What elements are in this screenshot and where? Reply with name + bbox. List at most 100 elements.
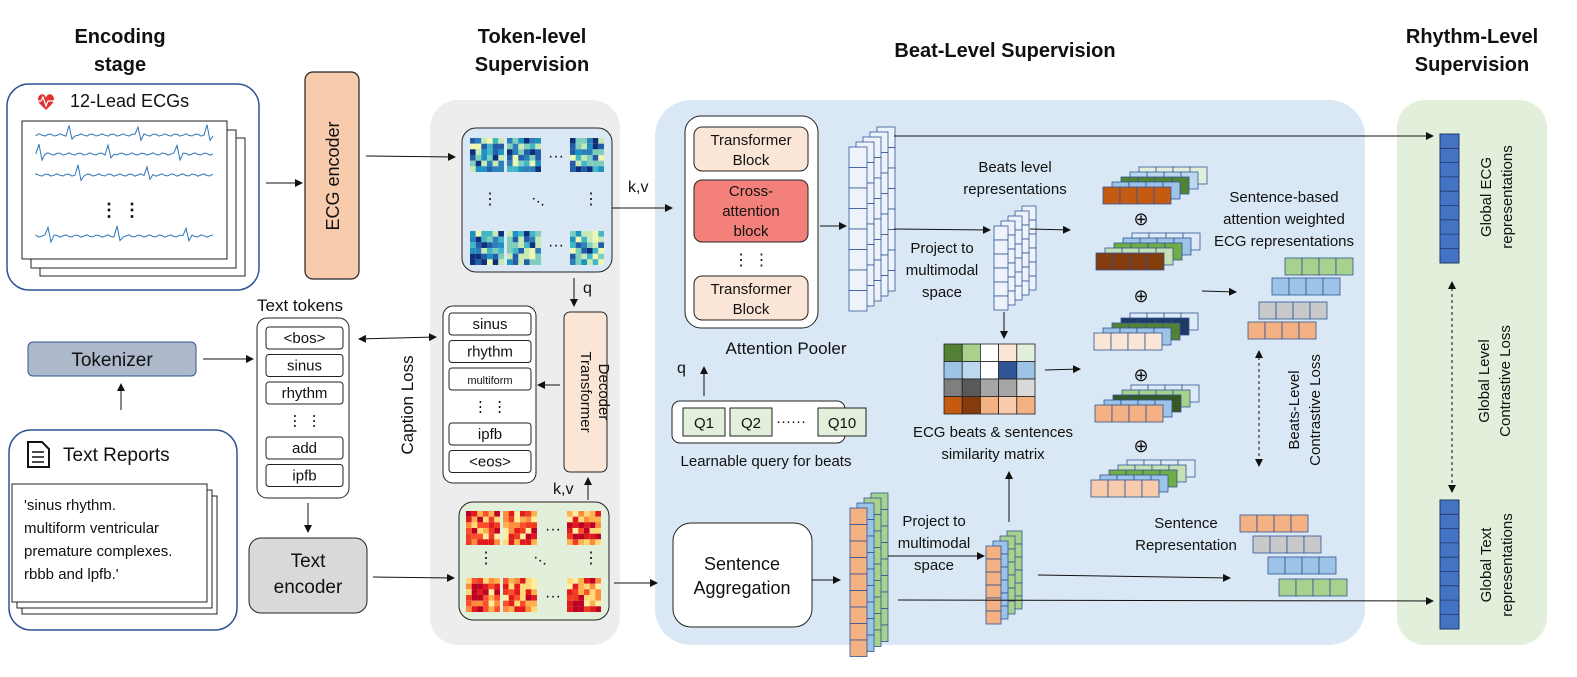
ecg-heatmap-cell: [587, 143, 593, 150]
text-token-cell: [265, 436, 344, 460]
ecg-heatmap-cell: [581, 138, 587, 144]
text-heatmap-cell: [578, 578, 584, 584]
ecg-heatmap-cell: [587, 231, 593, 237]
ecg-heatmap-cell: [570, 231, 576, 237]
text-token-text: add: [292, 440, 317, 457]
header-rhythm-2: Supervision: [1415, 54, 1529, 76]
weighted-rep-blue-cell: [1271, 277, 1290, 296]
text-heatmap-cell: [567, 606, 573, 612]
text-heatmap-cell: [578, 539, 584, 545]
ecg-heatmap-cell: [581, 149, 587, 155]
ecg-heatmap-cell: [570, 138, 576, 144]
text-heatmap-cell: [477, 511, 483, 517]
text-heatmap-cell: [595, 600, 601, 607]
text-heatmap-cell: [520, 528, 526, 534]
ecg-heatmap-cell: [535, 166, 541, 172]
ecg-heatmap-cell: [535, 253, 541, 260]
text-heatmap-cell: [471, 516, 478, 523]
text-heatmap-cell: [572, 589, 579, 595]
project-ecg-3: space: [922, 284, 962, 301]
ecg-heatmap-cell: [524, 138, 530, 144]
ecg-heatmap-cell: [487, 248, 493, 254]
text-heatmap-cell: [520, 595, 526, 601]
ecg-heatmap-cell: [581, 160, 587, 167]
ecg-heatmap-cell: [581, 253, 587, 260]
text-heatmap-cell: [471, 589, 478, 595]
text-heatmap-cell: [466, 589, 472, 595]
text-heatmap-cell: [488, 589, 495, 595]
ecg-heatmap-cell: [470, 143, 476, 150]
sentence-stack-cell: [849, 540, 868, 558]
text-heatmap-cell: [508, 606, 515, 612]
global-ecg-bar: [1439, 133, 1460, 264]
sentence-rep-blue-cell: [1318, 556, 1337, 575]
global-ecg-1: Global ECG: [1478, 157, 1495, 237]
text-token-text: rhythm: [282, 385, 328, 402]
ecg-heatmap-cell: [498, 248, 504, 254]
ecg-grid-hdots-2: ···: [548, 237, 564, 254]
query-box-1: [682, 407, 726, 437]
sim-matrix-cell: [1016, 378, 1036, 397]
ecg-heatmap-cell: [512, 138, 519, 144]
text-heatmap-cell: [525, 516, 532, 523]
text-heatmap-cell: [572, 511, 579, 517]
text-heatmap-cell: [494, 522, 500, 528]
sentence-rep-blue-cell: [1284, 556, 1303, 575]
beats-level-rep-1: Beats level: [978, 159, 1051, 176]
sentence-rep-gray-cell: [1286, 535, 1305, 554]
query-box-2: [729, 407, 773, 437]
sentence-rep-orange-cell: [1239, 514, 1258, 533]
text-heatmap-cell: [488, 583, 495, 590]
ecg-heatmap-cell: [535, 160, 541, 167]
ecg-heatmap-cell: [487, 143, 493, 150]
ecg-heatmap-cell: [518, 138, 524, 144]
sim-matrix-caption-1: ECG beats & sentences: [913, 424, 1073, 441]
ecg-heatmap-cell: [524, 248, 530, 254]
query-label-1: Q1: [694, 415, 714, 432]
text-heatmap-cell: [466, 595, 472, 601]
ecg-encoder-label: ECG encoder: [323, 121, 343, 230]
text-heatmap-cell: [589, 589, 596, 595]
text-heatmap-cell: [483, 589, 489, 595]
text-heatmap-cell: [477, 539, 483, 545]
ecg-heatmap-cell: [575, 149, 582, 155]
header-token-2: Supervision: [475, 54, 589, 76]
decoded-token-text: ipfb: [478, 426, 502, 443]
beats-stack-cell: [993, 281, 1009, 297]
text-heatmap-cell: [494, 533, 500, 540]
beats-stack-cell: [993, 295, 1009, 311]
text-heatmap-cell: [483, 516, 489, 523]
ecg-heatmap-cell: [587, 166, 593, 172]
ecg-heatmap-cell: [475, 149, 482, 155]
ecg-heatmap-cell: [492, 248, 499, 254]
ecg-heatmap-cell: [587, 248, 593, 254]
text-heatmap-cell: [567, 528, 573, 534]
ecg-heatmap-cell: [598, 166, 604, 172]
ecg-heatmap-cell: [592, 231, 599, 237]
decoded-token-cell: [448, 450, 532, 473]
ecg-heatmap-cell: [512, 259, 519, 265]
text-heatmap-cell: [471, 533, 478, 540]
ecg-heatmap-cell: [575, 155, 582, 161]
text-heatmap-cell: [503, 583, 509, 590]
ecg-heatmap-cell: [598, 259, 604, 265]
arrow-text-encoder-to-tokens: [372, 573, 455, 582]
ecg-heatmap-cell: [570, 236, 576, 243]
decoded-token-text: multiform: [467, 375, 512, 387]
sentence-stack-cell: [849, 639, 868, 657]
text-heatmap-cell: [471, 595, 478, 601]
ecg-heatmap-cell: [598, 155, 604, 161]
text-heatmap-cell: [572, 528, 579, 534]
header-beat: Beat-Level Supervision: [894, 40, 1115, 62]
text-heatmap-cell: [589, 606, 596, 612]
ecg-heatmap-cell: [524, 160, 530, 167]
text-heatmap-cell: [503, 578, 509, 584]
ecg-heatmap-cell: [598, 248, 604, 254]
text-heatmap-cell: [520, 589, 526, 595]
text-encoder-label-2: encoder: [274, 577, 343, 598]
text-heatmap-cell: [595, 511, 601, 517]
ecg-rep-1-cell: [1136, 186, 1155, 205]
text-token-heatmaps: [466, 511, 601, 612]
ecg-heatmap-cell: [581, 155, 587, 161]
text-heatmap-cell: [508, 522, 515, 528]
